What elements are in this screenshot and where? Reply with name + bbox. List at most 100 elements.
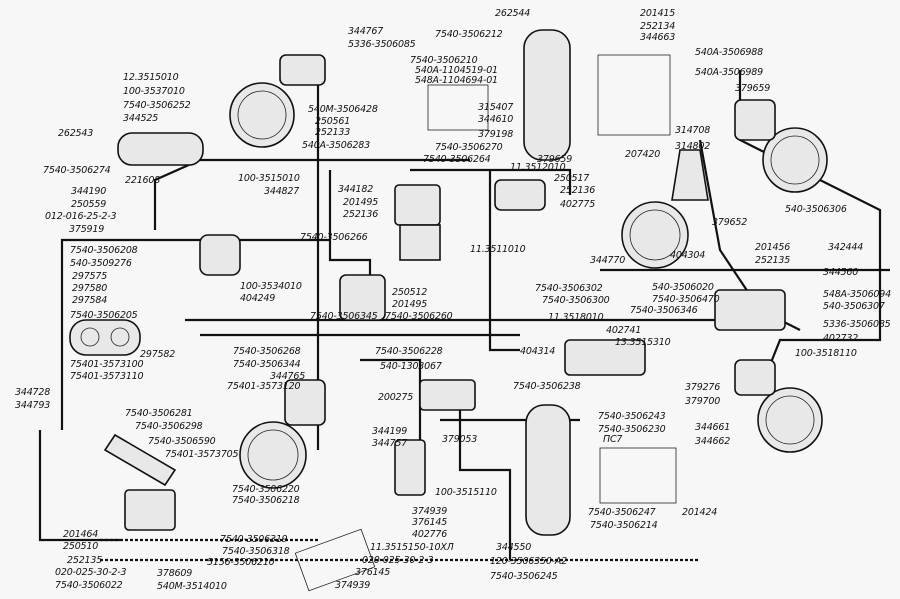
part-number-label: 020-025-30-2-3 <box>55 567 127 578</box>
part-number-label: 7540-3506344 <box>233 359 301 370</box>
brake-pedal <box>103 433 177 487</box>
part-number-label: 540-1303067 <box>380 361 442 372</box>
part-number-label: 344770 <box>590 255 626 266</box>
part-number-label: 540А-3506283 <box>302 140 370 151</box>
part-number-label: 11.3511010 <box>470 244 526 255</box>
part-number-label: 344190 <box>71 186 107 197</box>
air-tank-left <box>117 132 204 166</box>
part-number-label: 252136 <box>343 209 379 220</box>
part-number-label: 344827 <box>264 186 300 197</box>
part-number-label: 379276 <box>685 382 721 393</box>
manifold <box>399 224 441 261</box>
distribution-valve <box>419 379 476 411</box>
part-number-label: 379659 <box>735 83 771 94</box>
part-number-label: 344550 <box>496 542 532 553</box>
part-number-label: 7540-3506346 <box>630 305 698 316</box>
valve-unit <box>671 149 709 201</box>
part-number-label: 252135 <box>67 555 103 566</box>
brake-drum-front-right <box>762 127 828 193</box>
part-number-label: 7540-3506252 <box>123 100 191 111</box>
part-number-label: 7540-3506318 <box>222 546 290 557</box>
part-number-label: 201424 <box>682 507 718 518</box>
part-number-label: 100-3515110 <box>435 487 497 498</box>
part-number-label: 252136 <box>560 185 596 196</box>
brake-valve <box>394 439 426 496</box>
compressor-valve <box>494 179 546 211</box>
part-number-label: 378609 <box>157 568 193 579</box>
part-number-label: 540М-3514010 <box>157 581 227 592</box>
part-number-label: 7540-3506300 <box>542 295 610 306</box>
bracket-detail <box>427 84 489 131</box>
part-number-label: 7540-3506260 <box>385 311 453 322</box>
part-number-label: 379053 <box>442 434 478 445</box>
part-number-label: 7540-3506205 <box>70 310 138 321</box>
part-number-label: 402775 <box>560 199 596 210</box>
part-number-label: 540М-3506428 <box>308 104 378 115</box>
pressure-regulator <box>339 274 386 321</box>
part-number-label: 7540-3506210 <box>410 55 478 66</box>
part-number-label: 297575 <box>72 271 108 282</box>
part-number-label: 342444 <box>828 242 864 253</box>
part-number-label: 012-016-25-2-3 <box>45 211 117 222</box>
brake-chamber-rear-left <box>284 379 326 426</box>
part-number-label: 314708 <box>675 125 711 136</box>
part-number-label: 7540-3506238 <box>513 381 581 392</box>
part-number-label: 5156-3506210 <box>207 557 275 568</box>
part-number-label: 344199 <box>372 426 408 437</box>
part-number-label: 100-3534010 <box>240 281 302 292</box>
part-number-label: 11.3518010 <box>548 312 604 323</box>
part-number-label: 7540-3506345 <box>310 311 378 322</box>
brake-drum-middle <box>621 201 689 269</box>
part-number-label: 344182 <box>338 184 374 195</box>
part-number-label: 402776 <box>412 529 448 540</box>
part-number-label: 252133 <box>315 127 351 138</box>
part-number-label: 7540-3506214 <box>590 520 658 531</box>
part-number-label: 344728 <box>15 387 51 398</box>
part-number-label: 376145 <box>412 517 448 528</box>
clamp-detail-top <box>597 54 671 136</box>
part-number-label: 100-3515010 <box>238 173 300 184</box>
brake-chamber-rear-right <box>734 359 776 396</box>
part-number-label: 5336-3506085 <box>348 39 416 50</box>
part-number-label: 540-3506020 <box>652 282 714 293</box>
part-number-label: 374939 <box>412 506 448 517</box>
part-number-label: 344661 <box>695 422 731 433</box>
part-number-label: 379198 <box>478 129 514 140</box>
part-number-label: 344663 <box>640 32 676 43</box>
part-number-label: 376145 <box>355 567 391 578</box>
part-number-label: 379652 <box>712 217 748 228</box>
part-number-label: 020-025-30-2-3 <box>362 555 434 566</box>
part-number-label: 7540-3506298 <box>135 421 203 432</box>
part-number-label: 221608 <box>125 175 161 186</box>
part-number-label: 262544 <box>495 8 531 19</box>
components <box>69 29 828 592</box>
part-number-label: 11.3515150-10ХЛ <box>370 542 454 553</box>
part-number-label: ПС7 <box>603 434 623 445</box>
part-number-label: 7540-3506319 <box>220 534 288 545</box>
part-number-label: 344767 <box>348 26 384 37</box>
brake-drum-front-left <box>229 82 295 148</box>
part-number-label: 7540-3506266 <box>300 232 368 243</box>
part-number-label: 252134 <box>640 21 676 32</box>
part-number-label: 7540-3506220 <box>232 484 300 495</box>
washer-detail <box>294 528 376 592</box>
part-number-label: 344560 <box>823 267 859 278</box>
part-number-label: 262543 <box>58 128 94 139</box>
part-number-label: 344662 <box>695 436 731 447</box>
part-number-label: 344757 <box>372 438 408 449</box>
part-number-label: 7540-3506590 <box>148 436 216 447</box>
part-number-label: 7540-3506247 <box>588 507 656 518</box>
part-number-label: 402741 <box>606 325 642 336</box>
part-number-label: 297584 <box>72 295 108 306</box>
part-number-label: 201495 <box>343 197 379 208</box>
part-number-label: 404314 <box>520 346 556 357</box>
part-number-label: 7540-3506230 <box>598 424 666 435</box>
clamp-detail-bottom <box>599 447 677 504</box>
part-number-label: 540-3509276 <box>70 258 132 269</box>
part-number-label: 7540-3506228 <box>375 346 443 357</box>
part-number-label: 297582 <box>140 349 176 360</box>
part-number-label: 7540-3506470 <box>652 294 720 305</box>
part-number-label: 344525 <box>123 113 159 124</box>
